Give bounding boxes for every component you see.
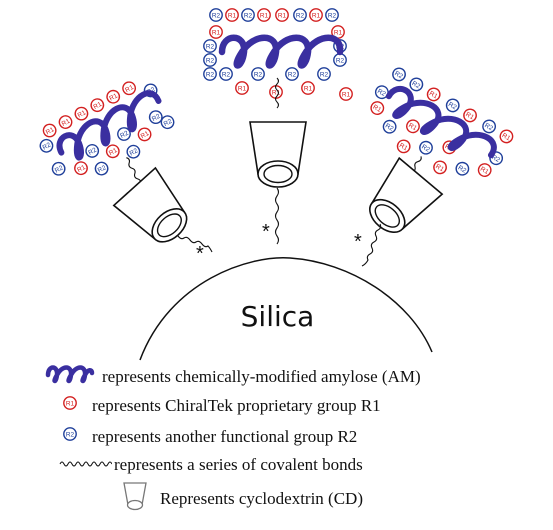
r2-group-badge [219,67,233,81]
covalent-bond-wave [177,235,213,253]
r1-group-badge [225,8,239,22]
legend-item-amylose: represents chemically-modified amylose (… [44,363,421,390]
left-cyclodextrin [112,167,200,255]
r2-group-badge [241,8,255,22]
r1-group-badge [209,25,223,39]
right-cyclodextrin [356,157,443,245]
amylose-helix [218,34,344,69]
r1-group-badge [104,87,123,106]
legend-text: represents a series of covalent bonds [114,455,363,474]
r2-group-badge [37,136,56,155]
legend-text: represents ChiralTek proprietary group R… [92,395,381,415]
r2-group-badge [453,159,472,178]
center-cyclodextrin [249,121,307,188]
r2-group-badge [203,53,217,67]
r1-group-badge [403,117,423,136]
covalent-bond-wave [274,187,280,245]
r2-group-badge [285,67,299,81]
r1-group-badge [40,121,59,140]
amylose-helix-icon [44,363,96,390]
r2-group-badge [325,8,339,22]
attachment-marker: * [262,221,270,243]
r2-group-badge [49,159,68,178]
r2-group-badge [380,117,399,136]
r1-group-badge [368,98,387,118]
r2-group-badge [317,67,331,81]
silica-surface [139,257,433,361]
r1-group-badge [475,160,494,180]
r1-group-badge [430,158,450,177]
silica-label: Silica [240,300,315,333]
r2-group-badge [293,8,307,22]
r2-group-badge [479,117,499,136]
attachment-marker: * [196,243,204,265]
r1-group-badge [72,104,91,123]
r1-group-icon [62,395,78,416]
legend-text: Represents cyclodextrin (CD) [160,488,363,508]
r1-group-badge [235,81,249,95]
r1-group-badge [56,112,75,132]
covalent-bond-wave [274,77,280,109]
r2-group-badge [416,138,436,157]
legend-item-r2: represents another functional group R2 [62,426,357,447]
r1-group-badge [394,137,413,156]
r2-group-badge [251,67,265,81]
legend-item-cyclodextrin: Represents cyclodextrin (CD) [122,480,363,517]
r1-group-badge [135,125,154,144]
r1-group-badge [497,127,516,146]
r2-group-badge [389,65,409,84]
center-amylose-unit [203,8,353,109]
amylose-helix [385,85,497,159]
r1-group-badge [88,96,107,115]
r2-group-badge [83,141,102,161]
legend-text: represents another functional group R2 [92,426,358,446]
r2-group-icon [62,426,78,447]
cyclodextrin-cup-icon [122,480,148,517]
covalent-bond-wave [361,223,382,267]
r2-group-badge [209,8,223,22]
attachment-marker: * [354,231,362,253]
left-amylose-unit [37,79,177,185]
amylose-helix [56,90,162,161]
r1-group-badge [257,8,271,22]
r1-group-badge [301,81,315,95]
legend-item-covalent-bonds: represents a series of covalent bonds [58,455,363,475]
legend-text: represents chemically-modified amylose (… [102,366,421,386]
r2-group-badge [92,159,111,178]
r1-group-badge [339,87,353,101]
r2-group-badge [443,96,462,115]
r2-group-badge [333,53,347,67]
r1-group-badge [309,8,323,22]
r1-group-badge [424,85,443,104]
r1-group-badge [275,8,289,22]
r2-group-badge [203,67,217,81]
legend-item-r1: represents ChiralTek proprietary group R… [62,395,381,416]
center-group-r1-cluster [209,8,353,101]
r1-group-badge [71,159,91,178]
r1-group-badge [120,79,139,98]
covalent-bond-wave [126,157,142,185]
r2-group-badge [203,39,217,53]
covalent-bond-wave-icon [58,455,113,475]
